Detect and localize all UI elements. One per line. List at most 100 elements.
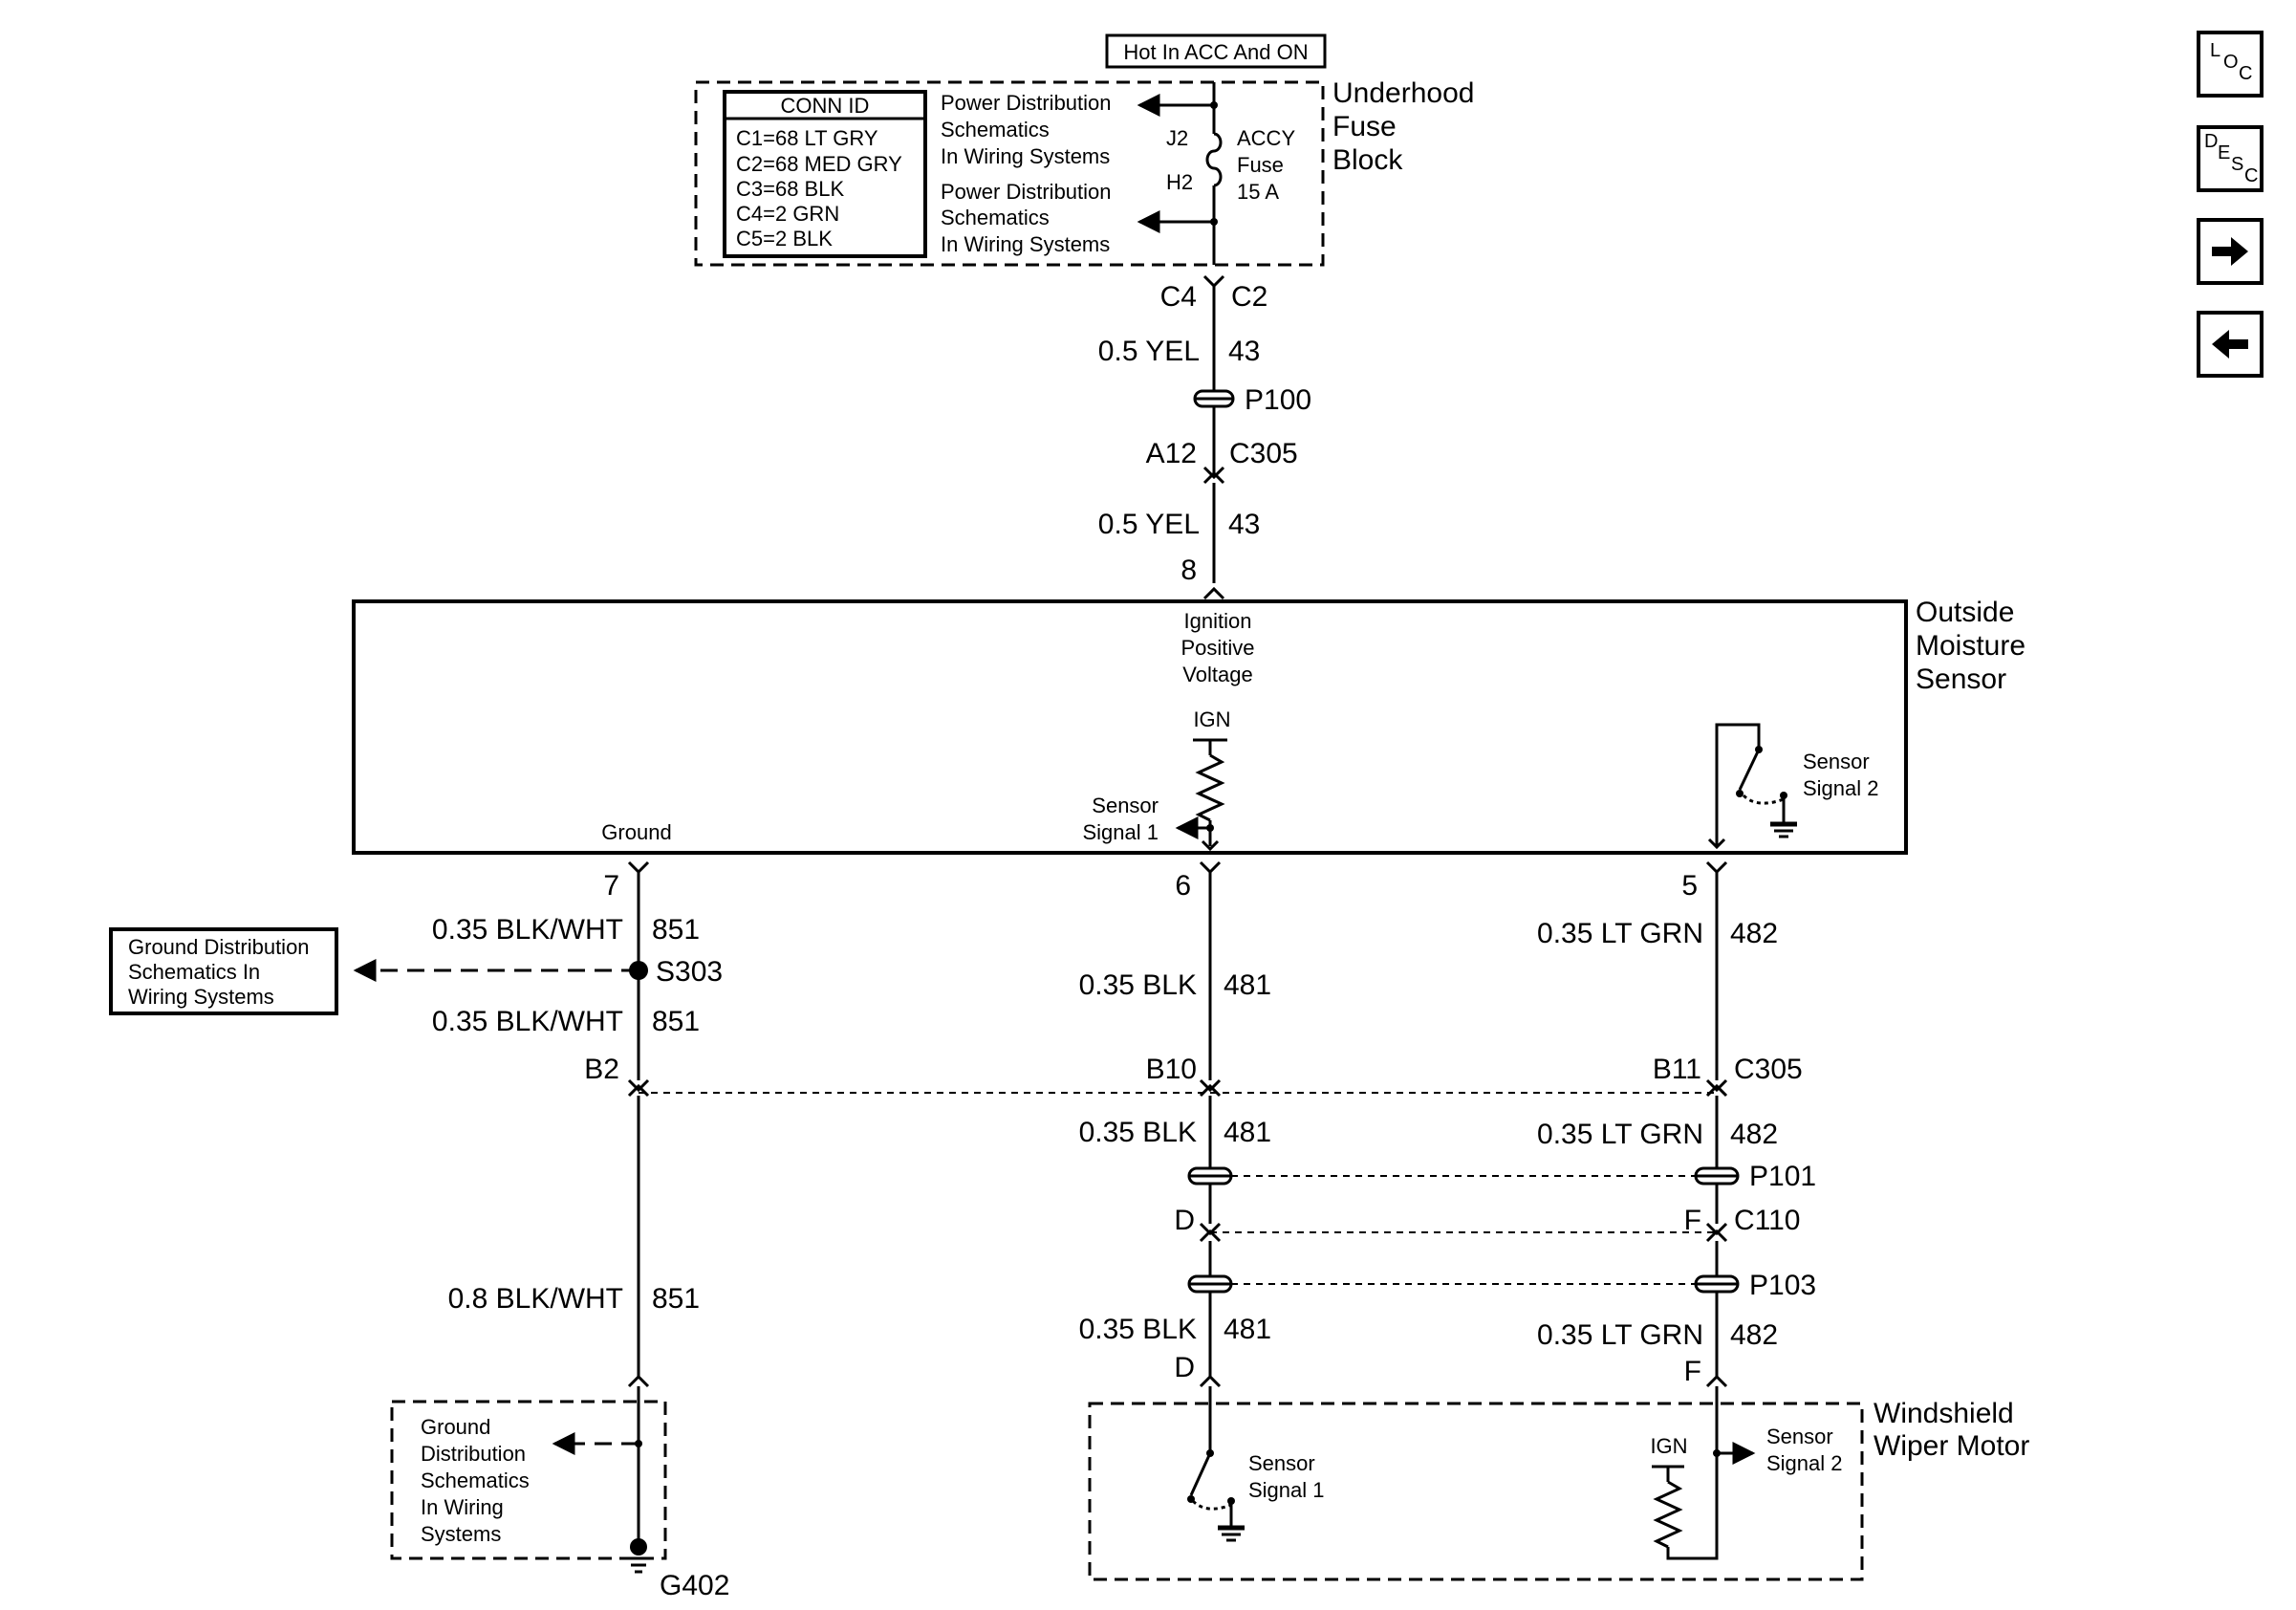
sensor-signal-2-switch	[1707, 723, 1797, 850]
desc-letter-d: D	[2204, 131, 2219, 152]
svg-text:Signal 2: Signal 2	[1803, 776, 1879, 800]
signal-2-c110-pin-f: F	[1684, 1205, 1701, 1236]
sensor-ign-label: IGN	[1193, 707, 1230, 731]
signal-2-pass-through-p101	[1694, 1166, 1740, 1186]
underhood-fuse-block-outline	[694, 80, 1325, 267]
signal-1-wire-3-color: 0.35 BLK	[1079, 1314, 1197, 1345]
desc-button[interactable]: D E S C	[2197, 125, 2264, 192]
svg-text:Sensor: Sensor	[1803, 750, 1870, 773]
fuse-pin-h2: H2	[1166, 170, 1193, 194]
signal-2-pass-through-p103	[1694, 1274, 1740, 1294]
svg-text:ACCY: ACCY	[1237, 126, 1295, 150]
svg-text:Ignition: Ignition	[1184, 609, 1252, 633]
svg-text:Sensor: Sensor	[1916, 664, 2006, 695]
signal-1-pin-6: 6	[1175, 870, 1191, 902]
loc-button[interactable]: L O C	[2197, 31, 2264, 98]
signal-2-wire-2-color: 0.35 LT GRN	[1537, 1119, 1703, 1150]
accy-fuse-label: ACCY Fuse 15 A	[1237, 126, 1295, 204]
ground-wire-2-circuit: 851	[652, 1006, 700, 1037]
svg-text:Outside: Outside	[1916, 597, 2014, 628]
motor-switch-contact	[1187, 1495, 1195, 1503]
fuse-pin-j2: J2	[1166, 126, 1188, 150]
svg-text:In Wiring: In Wiring	[421, 1495, 504, 1519]
sensor-switch-pivot	[1755, 746, 1763, 753]
windshield-wiper-motor-box	[1088, 1402, 1864, 1581]
ground-conn-b2: B2	[584, 1054, 619, 1085]
ground-wire-3-circuit: 851	[652, 1283, 700, 1315]
signal-2-wire-3-circuit: 482	[1730, 1319, 1778, 1351]
g402-label: G402	[660, 1570, 729, 1601]
signal-1-conn-b10: B10	[1146, 1054, 1197, 1085]
ground-wire-1-circuit: 851	[652, 914, 700, 946]
svg-text:Distribution: Distribution	[421, 1442, 526, 1466]
svg-text:Moisture: Moisture	[1916, 630, 2025, 662]
motor-switch-pivot	[1206, 1449, 1214, 1457]
forward-button[interactable]	[2197, 218, 2264, 285]
loc-letter-l: L	[2210, 40, 2221, 61]
ground-bottom-node	[635, 1440, 642, 1447]
ground-g402-point	[630, 1538, 647, 1556]
signal-1-wire-1-color: 0.35 BLK	[1079, 969, 1197, 1001]
conn-c305-label-top: C305	[1229, 438, 1298, 469]
signal-2-wire	[1705, 860, 1728, 1403]
motor-signal-2-node	[1713, 1449, 1721, 1457]
svg-text:C2=68 MED GRY: C2=68 MED GRY	[736, 152, 902, 176]
svg-text:Power Distribution: Power Distribution	[941, 180, 1112, 204]
feed-wire-1-circuit: 43	[1228, 336, 1260, 367]
svg-text:Hot In ACC And ON: Hot In ACC And ON	[1123, 40, 1308, 64]
motor-signal-2-label: Sensor Signal 2	[1766, 1425, 1843, 1475]
svg-text:Underhood: Underhood	[1332, 77, 1474, 109]
sensor-pin-8: 8	[1180, 555, 1197, 586]
svg-text:C4=2 GRN: C4=2 GRN	[736, 202, 839, 226]
svg-text:Block: Block	[1332, 144, 1403, 176]
svg-text:Wiper Motor: Wiper Motor	[1874, 1430, 2029, 1462]
svg-text:Signal 1: Signal 1	[1082, 820, 1159, 844]
signal-2-conn-b11: B11	[1653, 1054, 1701, 1085]
sensor-signal-1-node	[1206, 824, 1214, 832]
signal-2-wire-3-color: 0.35 LT GRN	[1537, 1319, 1703, 1351]
conn-a12-label: A12	[1146, 438, 1197, 469]
conn-c2-label: C2	[1231, 281, 1267, 313]
windshield-wiper-motor-name: Windshield Wiper Motor	[1874, 1398, 2029, 1462]
splice-s303	[629, 961, 648, 980]
signal-2-wire-2-circuit: 482	[1730, 1119, 1778, 1150]
loc-letter-o: O	[2223, 52, 2239, 73]
ground-pin-7: 7	[603, 870, 619, 902]
svg-text:In Wiring Systems: In Wiring Systems	[941, 232, 1110, 256]
svg-text:Voltage: Voltage	[1182, 663, 1252, 686]
power-distribution-ref-1: Power Distribution Schematics In Wiring …	[941, 91, 1112, 168]
desc-letter-c: C	[2244, 165, 2259, 186]
right-arrow-icon	[2212, 237, 2248, 266]
signal-2-wire-1-color: 0.35 LT GRN	[1537, 918, 1703, 949]
signal-1-motor-pin-d: D	[1174, 1352, 1195, 1383]
conn-c4-label: C4	[1160, 281, 1197, 313]
ground-distribution-ref-box: Ground Distribution Schematics In Wiring…	[109, 927, 338, 1015]
signal-1-wire-2-circuit: 481	[1224, 1117, 1271, 1148]
svg-text:Sensor: Sensor	[1092, 794, 1159, 817]
sensor-pullup-resistor	[1175, 738, 1227, 852]
signal-1-pass-through-p101	[1187, 1166, 1233, 1186]
sensor-signal-2-label: Sensor Signal 2	[1803, 750, 1879, 800]
svg-text:Sensor: Sensor	[1248, 1451, 1315, 1475]
ignition-positive-voltage-label: Ignition Positive Voltage	[1180, 609, 1254, 686]
s303-label: S303	[656, 956, 723, 988]
svg-text:15 A: 15 A	[1237, 180, 1279, 204]
svg-text:Wiring Systems: Wiring Systems	[128, 985, 274, 1009]
p103-label: P103	[1749, 1270, 1816, 1301]
svg-text:Fuse: Fuse	[1332, 111, 1397, 142]
loc-letter-c: C	[2239, 63, 2253, 84]
svg-text:Schematics: Schematics	[941, 206, 1050, 229]
svg-text:C1=68 LT GRY: C1=68 LT GRY	[736, 126, 878, 150]
feed-wire	[1202, 274, 1225, 600]
svg-text:In Wiring Systems: In Wiring Systems	[941, 144, 1110, 168]
pass-through-p100	[1193, 389, 1235, 408]
svg-text:Ground Distribution: Ground Distribution	[128, 935, 310, 959]
sensor-ground-label: Ground	[601, 820, 671, 844]
desc-letter-s: S	[2231, 154, 2244, 175]
svg-text:Schematics: Schematics	[941, 118, 1050, 141]
back-button[interactable]	[2197, 311, 2264, 378]
ground-distribution-bottom-box	[390, 1400, 667, 1560]
power-distribution-ref-2: Power Distribution Schematics In Wiring …	[941, 180, 1112, 256]
svg-text:Power Distribution: Power Distribution	[941, 91, 1112, 115]
fuse-node-bottom	[1210, 218, 1218, 226]
